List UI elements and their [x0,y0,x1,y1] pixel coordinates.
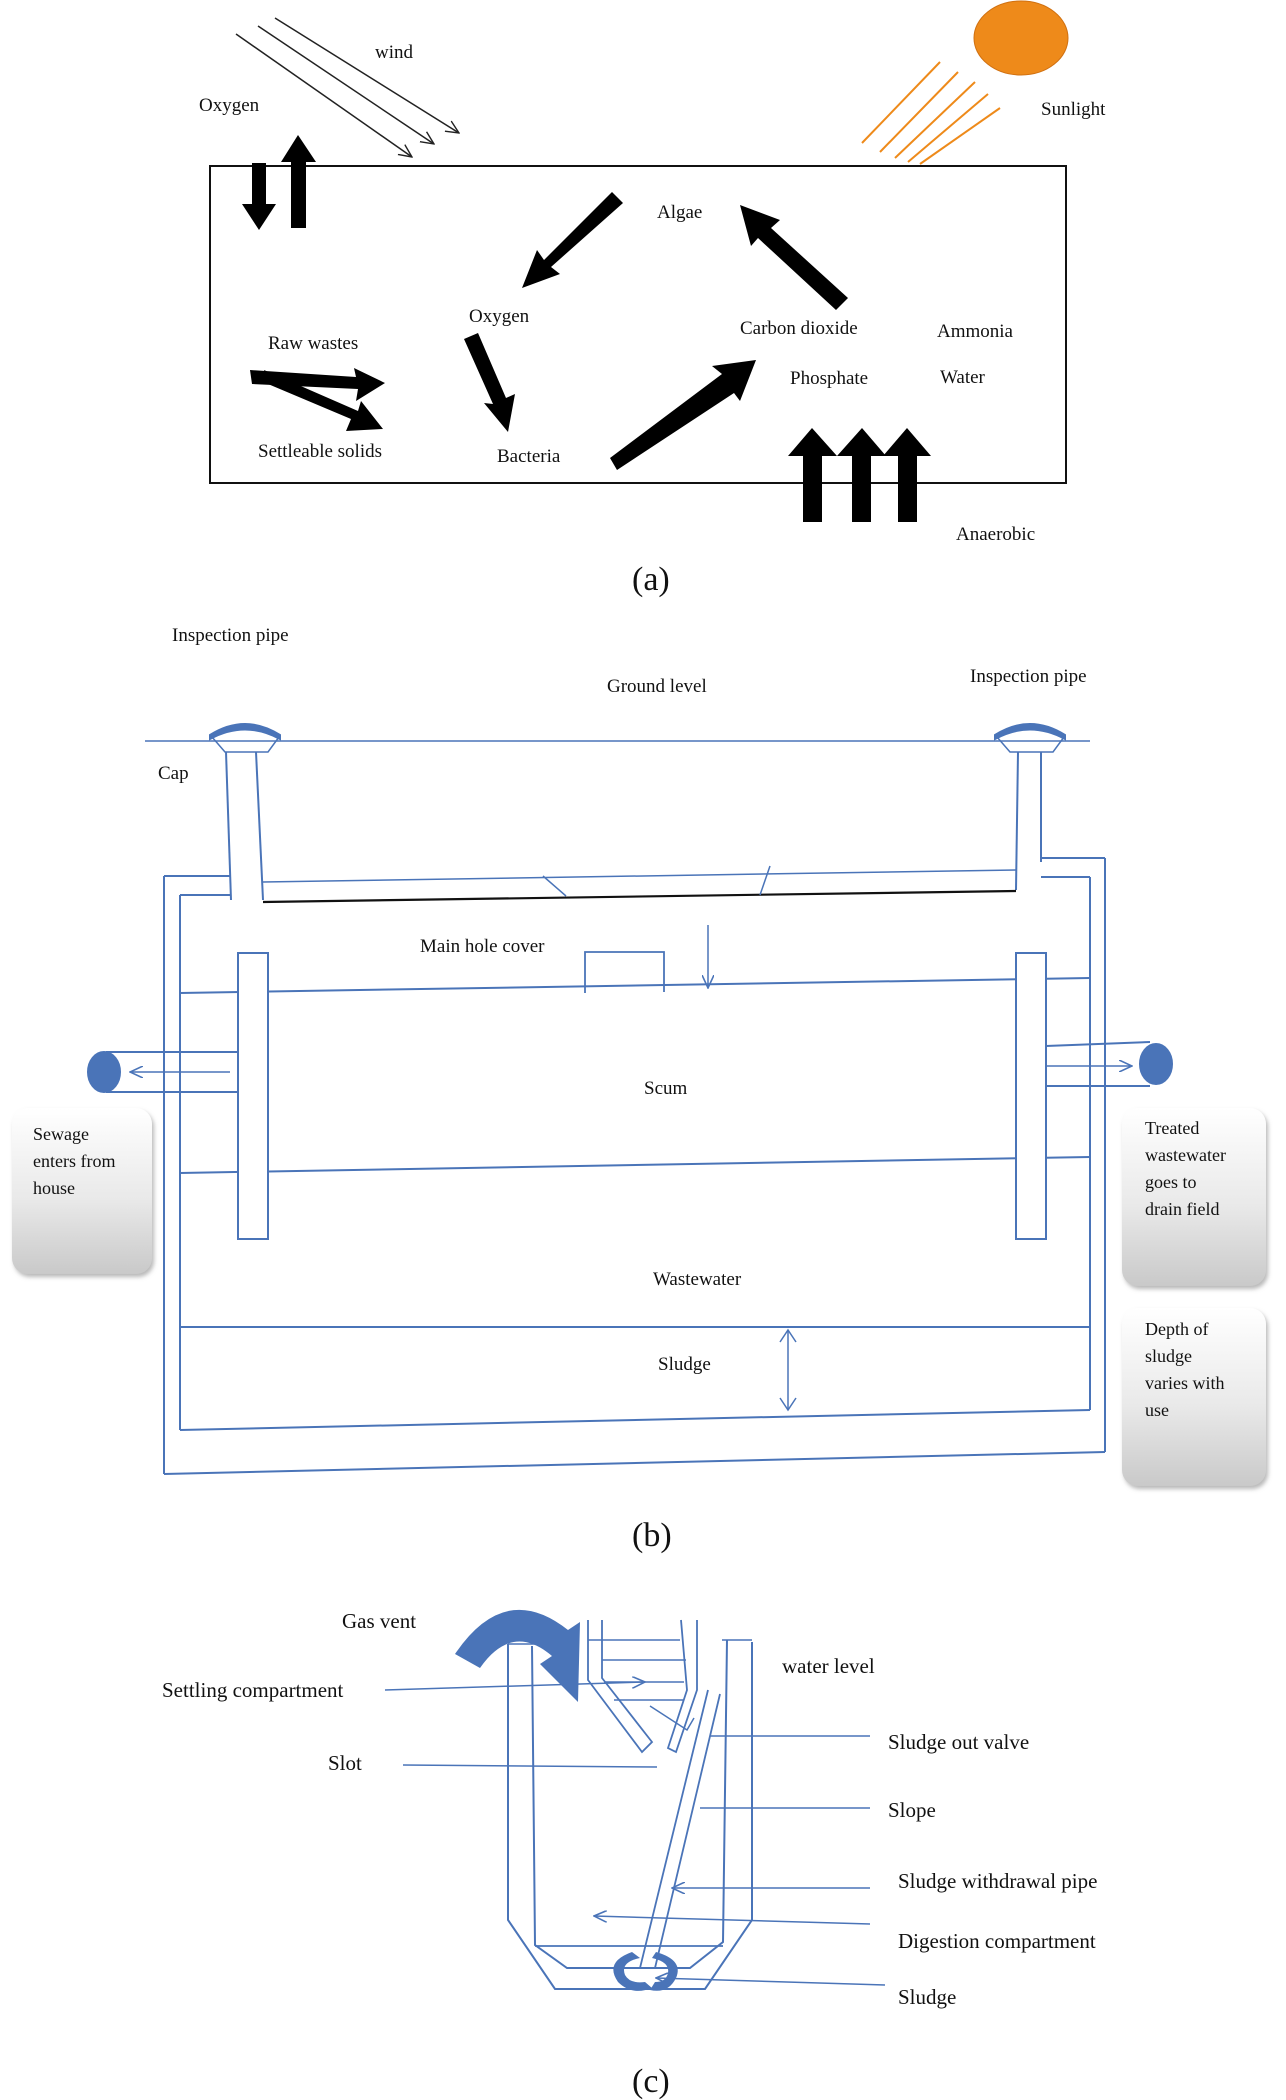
tank-inner [179,876,1091,1431]
label-inspection-pipe-left: Inspection pipe [172,625,289,646]
label-ammonia: Ammonia [937,321,1014,342]
sewage-box-line-3: house [33,1178,75,1198]
label-settling-compartment: Settling compartment [162,1678,344,1702]
label-phosphate: Phosphate [790,368,868,389]
label-sludge-c: Sludge [898,1985,956,2009]
label-ground-level: Ground level [607,676,707,697]
depth-box [1122,1308,1266,1486]
label-cap: Cap [158,763,189,784]
main-hole-cover-shape [584,951,665,993]
leader-slot [402,1764,658,1768]
caption-a: (a) [632,561,670,598]
sewage-box-line-1: Sewage [33,1124,89,1144]
label-algae: Algae [657,202,702,223]
inlet-pipe-end-icon [87,1051,121,1093]
imhoff-inner [531,1639,728,1969]
panel-b-boxes: Sewage enters from house Treated wastewa… [12,1108,1266,1486]
cap-right-icon [994,723,1066,741]
oxygen-exchange-arrows [242,135,316,230]
treated-box-line-3: goes to [1145,1172,1197,1192]
caption-b: (b) [632,1517,672,1554]
sludge-depth-arrow [779,1328,797,1412]
panel-a: wind Oxygen Sunlight [199,0,1106,598]
label-gas-vent: Gas vent [342,1609,416,1633]
tank-outer [163,857,1106,1475]
depth-box-line-3: varies with [1145,1373,1224,1393]
baffle-right [1015,952,1047,1240]
baffle-left [237,952,269,1240]
sludge-swirl-icon [613,1952,678,1991]
label-bacteria: Bacteria [497,446,561,467]
label-main-hole-cover: Main hole cover [420,936,545,957]
leader-sludge [656,1978,886,1986]
label-wastewater: Wastewater [653,1269,742,1290]
label-raw-wastes: Raw wastes [268,333,358,354]
caption-c: (c) [632,2063,670,2100]
outlet-pipe-end-icon [1139,1043,1173,1085]
outlet-pipe [1045,1041,1173,1087]
panel-c [384,1619,886,1990]
anaerobic-arrows [788,428,931,522]
inspection-pipe-left [225,751,264,901]
label-settleable-solids: Settleable solids [258,441,382,462]
label-sunlight: Sunlight [1041,99,1106,120]
label-sludge-b: Sludge [658,1354,711,1375]
label-water-level: water level [782,1654,875,1678]
leader-settling [384,1682,645,1691]
treated-box-line-4: drain field [1145,1199,1219,1219]
label-slope: Slope [888,1798,936,1822]
leader-digestion [594,1916,871,1925]
label-oxygen: Oxygen [469,306,530,327]
sewage-box [12,1108,152,1274]
depth-box-line-4: use [1145,1400,1169,1420]
imhoff-outer [507,1642,753,1990]
label-anaerobic: Anaerobic [956,524,1035,545]
label-carbon-dioxide: Carbon dioxide [740,318,858,339]
cap-left-icon [209,723,281,741]
wind-lines [235,17,459,157]
treated-box-line-1: Treated [1145,1118,1199,1138]
depth-box-line-1: Depth of [1145,1319,1208,1339]
sun-rays [861,61,1001,165]
gas-vent-arrow-icon [455,1609,580,1702]
label-oxygen-top: Oxygen [199,95,260,116]
treated-box [1122,1108,1266,1286]
sewage-box-line-2: enters from [33,1151,115,1171]
cycle-arrows [464,192,848,470]
label-sludge-withdrawal-pipe: Sludge withdrawal pipe [898,1869,1097,1893]
label-inspection-pipe-right: Inspection pipe [970,666,1087,687]
sun-icon [973,0,1069,76]
label-slot: Slot [328,1751,362,1775]
panel-b [87,723,1173,1475]
depth-box-line-2: sludge [1145,1346,1192,1366]
pond-box [209,165,1067,484]
inspection-pipe-right [1015,751,1042,891]
scum-top-line [179,977,1091,994]
treated-box-line-2: wastewater [1145,1145,1226,1165]
label-scum: Scum [644,1078,688,1099]
raw-wastes-arrows [250,368,385,431]
panel-b-labels: Inspection pipe Ground level Inspection … [158,625,1087,1554]
label-sludge-out-valve: Sludge out valve [888,1730,1029,1754]
label-digestion-compartment: Digestion compartment [898,1929,1096,1953]
label-water: Water [940,367,986,388]
label-wind: wind [375,42,414,63]
panel-c-labels: Gas vent Settling compartment Slot water… [162,1609,1097,2100]
scum-bottom-line [179,1156,1091,1174]
inlet-pipe [87,1051,238,1093]
